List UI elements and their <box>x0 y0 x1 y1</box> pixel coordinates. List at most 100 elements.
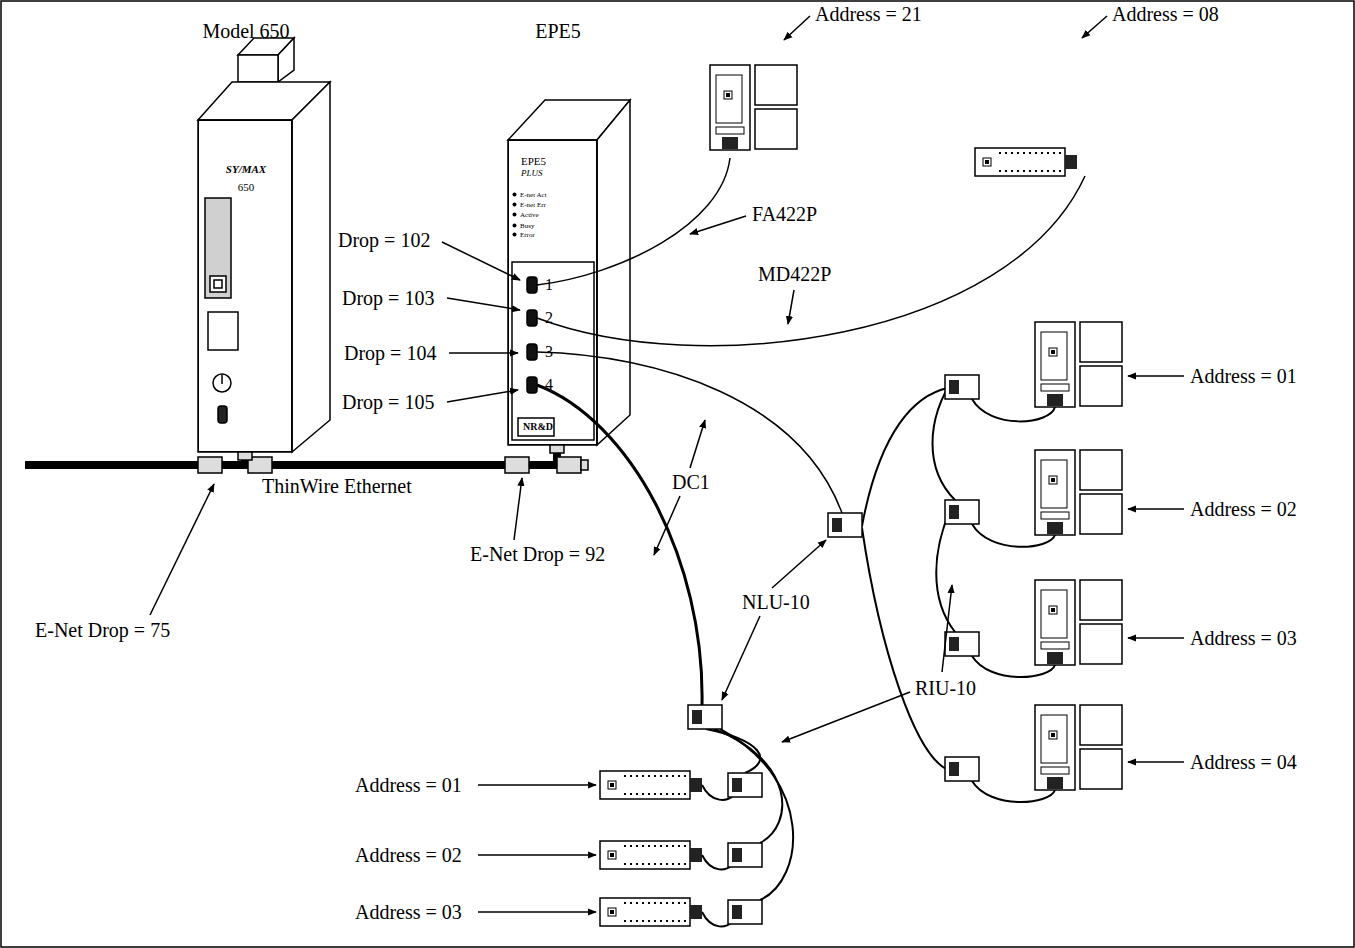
drop-label: Drop = 102 <box>338 228 430 252</box>
status-led <box>513 193 517 197</box>
leader-arrow <box>722 616 760 700</box>
panel-text: 1 <box>545 275 553 294</box>
cable <box>537 176 1085 346</box>
device <box>1035 322 1122 407</box>
device <box>945 375 979 399</box>
leader-arrow <box>942 585 952 672</box>
leader-arrow <box>150 16 1184 912</box>
epe5-housing <box>597 100 630 445</box>
panel-text: 3 <box>545 342 553 361</box>
model-650-housing <box>238 55 278 82</box>
device <box>828 513 862 537</box>
leader-arrow <box>784 16 810 40</box>
epe5-housing <box>518 418 554 436</box>
device <box>600 898 702 926</box>
serial-port <box>527 310 537 326</box>
leader-arrow <box>1128 508 1184 510</box>
model-650-housing <box>198 120 292 452</box>
device <box>945 632 979 656</box>
leader-arrow <box>478 784 596 786</box>
address-label: Address = 01 <box>355 773 462 797</box>
device <box>1035 580 1122 665</box>
panel-text: E-net Act <box>520 191 547 199</box>
address-label: Address = 04 <box>1190 750 1297 774</box>
cable <box>714 729 782 843</box>
cable-name: MD422P <box>758 262 831 286</box>
part-name: NLU-10 <box>742 590 810 614</box>
leader-arrow <box>654 496 680 555</box>
leader-arrow <box>447 298 520 310</box>
drop-label: Drop = 103 <box>342 286 434 310</box>
panel-text: EPE5 <box>521 155 546 168</box>
leader-arrow <box>1128 761 1184 763</box>
serial-port <box>527 377 537 393</box>
device <box>600 65 1122 926</box>
device <box>728 773 762 797</box>
leader-arrow <box>690 420 705 468</box>
device <box>728 900 762 924</box>
address-label: Address = 01 <box>1190 364 1297 388</box>
address-label: Address = 02 <box>355 843 462 867</box>
device <box>600 771 702 799</box>
ethernet-tee <box>198 445 588 473</box>
model-650-housing <box>208 312 238 350</box>
address-label: Address = 08 <box>1112 2 1219 26</box>
panel-text: 2 <box>545 308 553 327</box>
device <box>975 148 1077 176</box>
leader-arrow <box>788 290 794 324</box>
ethernet-tee <box>238 452 252 460</box>
ethernet-tee <box>505 457 529 473</box>
device <box>688 705 722 729</box>
enet-drop-label: E-Net Drop = 75 <box>35 618 170 642</box>
status-led <box>513 193 517 237</box>
cable <box>537 352 842 513</box>
model-650-housing <box>292 82 330 452</box>
device <box>600 841 702 869</box>
panel-text: NR&D <box>523 421 553 433</box>
leader-arrow <box>150 484 214 615</box>
ethernet-tee <box>550 445 564 453</box>
cable <box>720 729 793 900</box>
leader-arrow <box>514 478 522 540</box>
model-650-housing <box>218 406 227 423</box>
device <box>728 843 762 867</box>
ethernet-interface: EPE5EPE5PLUSE-net ActE-net ErrActiveBusy… <box>508 140 597 445</box>
device <box>710 65 797 150</box>
cable <box>862 528 948 770</box>
device-heading: EPE5 <box>535 19 581 43</box>
status-led <box>513 203 517 207</box>
address-label: Address = 21 <box>815 2 922 26</box>
cable-name: DC1 <box>672 470 710 494</box>
leader-arrow <box>1128 637 1184 639</box>
device <box>1035 450 1122 535</box>
leader-arrow <box>478 854 596 856</box>
cable <box>862 388 948 526</box>
status-led <box>513 233 517 237</box>
leader-arrow <box>1082 16 1107 38</box>
enet-drop-label: E-Net Drop = 92 <box>470 542 605 566</box>
model-650-housing <box>278 38 294 82</box>
panel-text: Active <box>520 211 539 219</box>
panel-text: 650 <box>238 181 255 194</box>
status-led <box>513 224 517 228</box>
drop-label: Drop = 104 <box>344 341 436 365</box>
part-name: RIU-10 <box>915 676 976 700</box>
device-heading: Model 650 <box>202 19 289 43</box>
leader-arrow <box>478 911 596 913</box>
epe5-housing <box>508 140 597 445</box>
model-650-housing <box>213 374 231 392</box>
ethernet-tee <box>581 460 588 470</box>
panel-text: Error <box>520 231 535 239</box>
epe5-housing <box>508 100 630 445</box>
device <box>945 757 979 781</box>
address-label: Address = 02 <box>1190 497 1297 521</box>
edge-label: ThinWire Ethernet <box>262 474 412 498</box>
leader-arrow <box>690 216 746 234</box>
model-650-housing <box>221 375 223 384</box>
epe5-housing <box>512 262 594 440</box>
drop-label: Drop = 105 <box>342 390 434 414</box>
ethernet-tee <box>557 457 581 473</box>
